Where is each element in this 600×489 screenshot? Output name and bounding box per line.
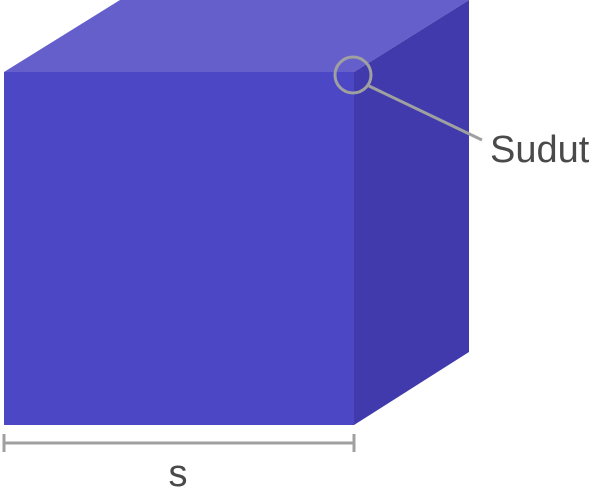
corner-marker-circle [333,55,373,95]
cube-side-face [354,0,469,425]
cube-top-face [4,0,469,72]
side-dimension-bracket [2,434,356,452]
corner-label: Sudut [490,129,590,171]
side-length-label: s [169,453,188,489]
cube-front-face [4,72,354,425]
corner-leader-line [368,84,483,142]
